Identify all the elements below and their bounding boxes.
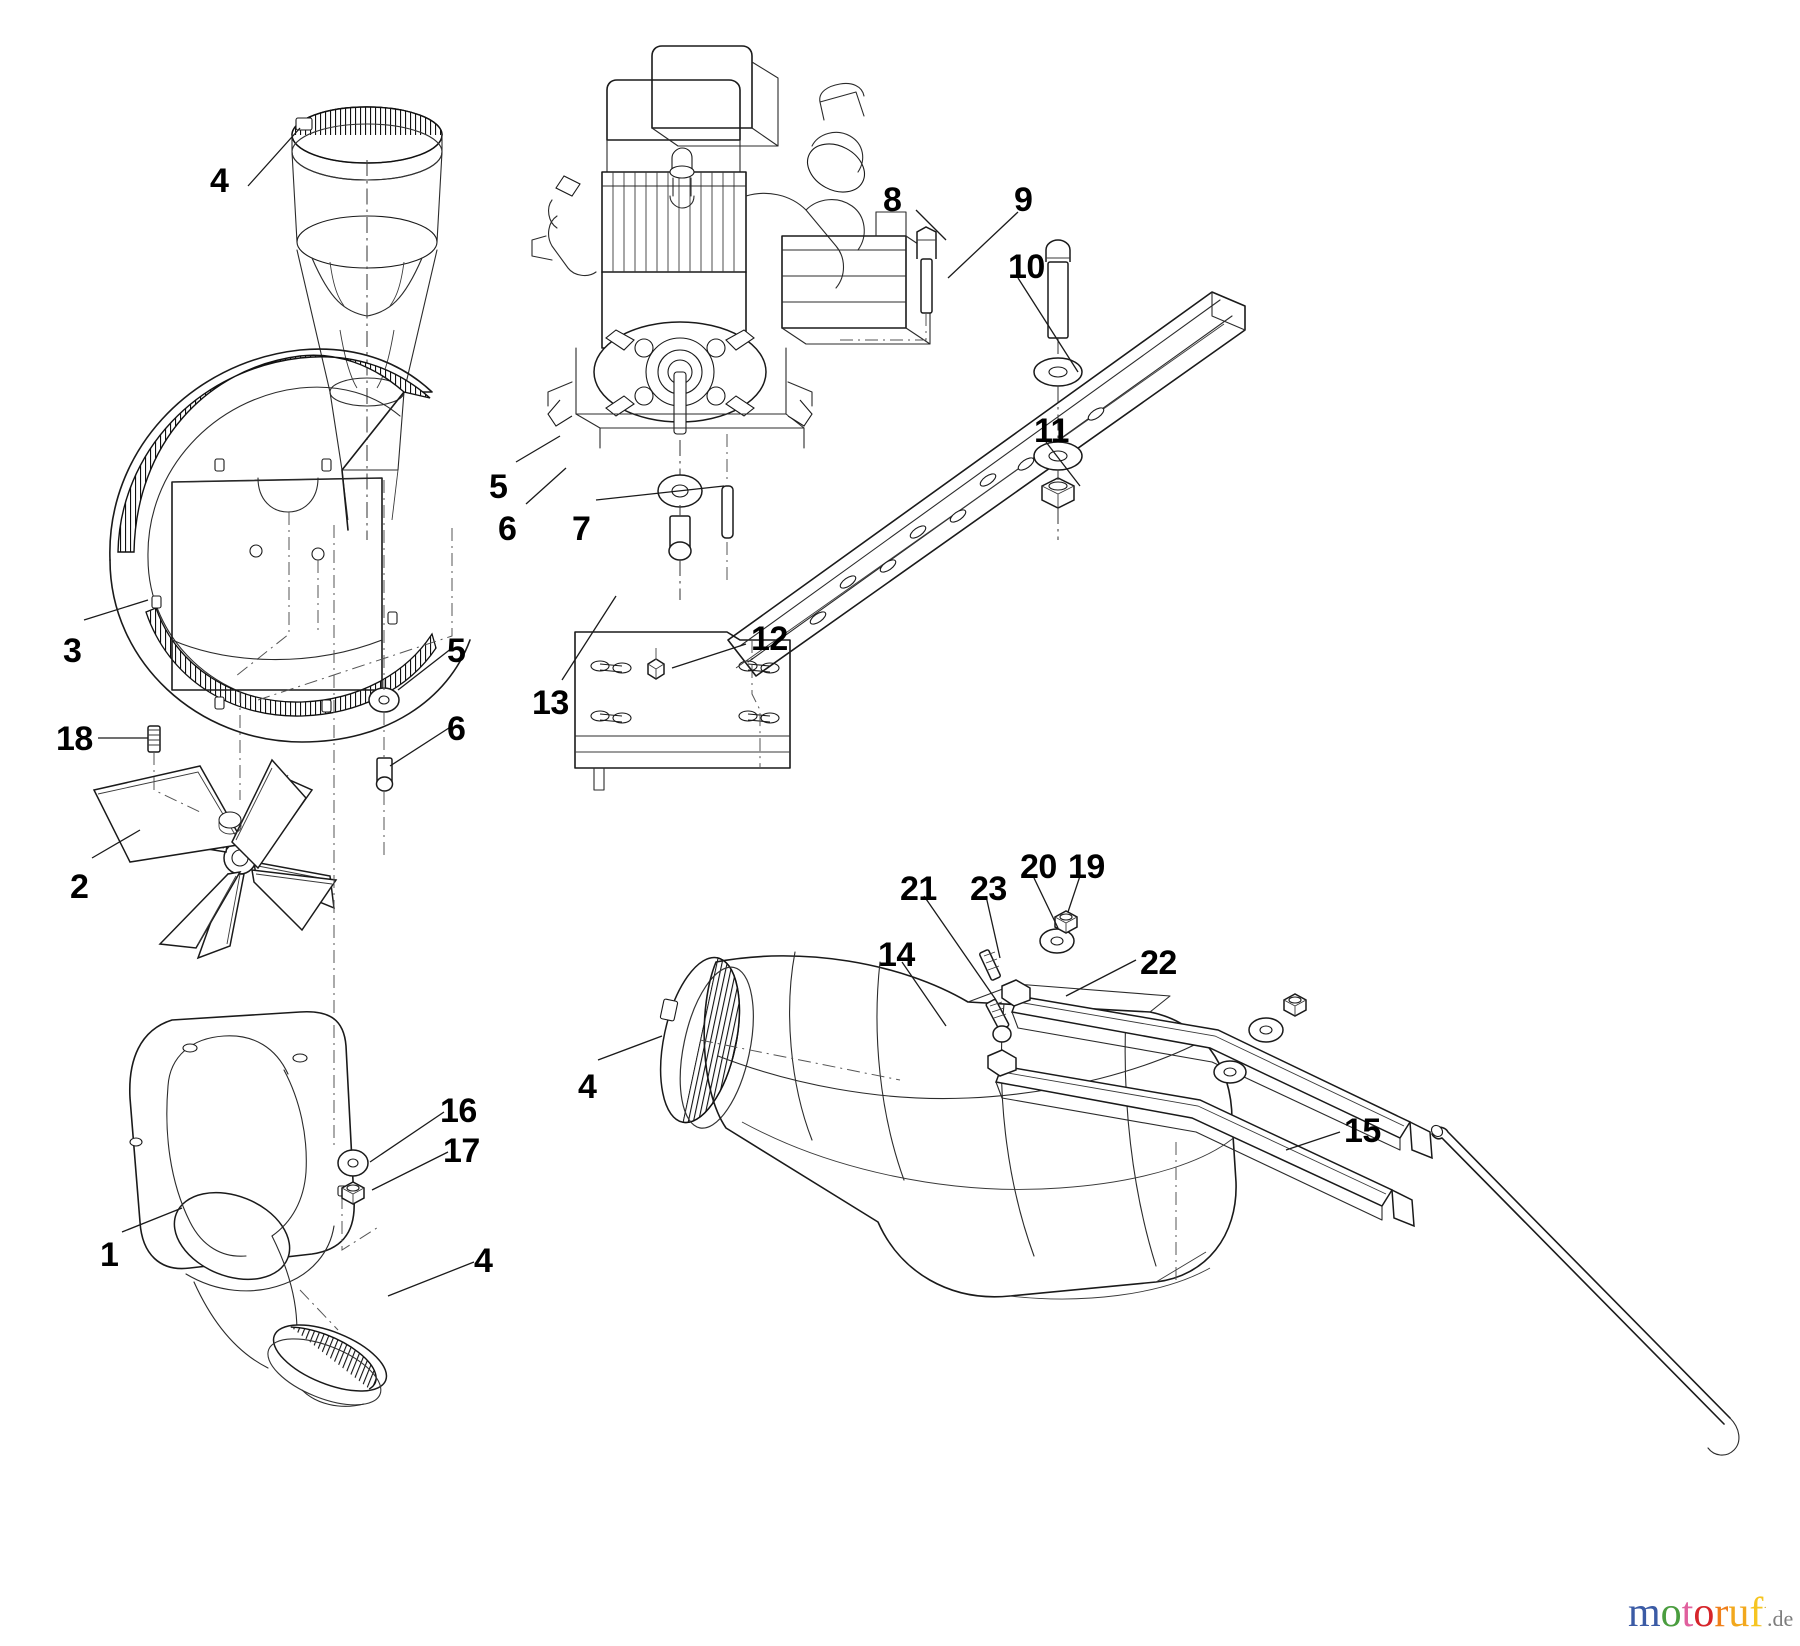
callout-16: 16 (440, 1092, 477, 1130)
callout-6-mid: 6 (498, 510, 517, 548)
callout-20: 20 (1020, 848, 1057, 886)
upper-outlet-cone-assembly (291, 106, 443, 540)
hex-nut-12 (647, 658, 665, 680)
engine-assembly (531, 45, 931, 449)
hex-nut-11 (1041, 477, 1075, 509)
support-rod-15 (1430, 1124, 1740, 1456)
callout-23: 23 (970, 870, 1007, 908)
callout-12: 12 (751, 620, 788, 658)
logo-suffix: .de (1767, 1606, 1794, 1631)
flat-washer-16 (337, 1149, 369, 1177)
callout-6-low: 6 (447, 710, 466, 748)
engine-shaft-hardware (657, 434, 734, 600)
callout-15: 15 (1344, 1112, 1381, 1150)
lock-nut-17 (341, 1181, 365, 1205)
flat-washer-20 (1039, 928, 1075, 954)
callout-22: 22 (1140, 944, 1177, 982)
callout-5-low: 5 (447, 632, 466, 670)
callout-10: 10 (1008, 248, 1045, 286)
callout-11: 11 (1034, 412, 1069, 450)
logo-letter-o1: o (1660, 1590, 1682, 1636)
callout-19: 19 (1068, 848, 1105, 886)
callout-3: 3 (63, 632, 82, 670)
lock-nut-19 (1054, 910, 1078, 934)
logo-letter-u: u (1728, 1590, 1750, 1636)
callout-18: 18 (56, 720, 93, 758)
logo-letter-o2: o (1693, 1590, 1715, 1636)
inlet-adapter-housing-1 (129, 1010, 388, 1407)
shoulder-bolt-23 (979, 949, 1001, 981)
washer-bolt-lower-column (333, 480, 400, 1150)
carriage-bolt-21 (985, 998, 1012, 1043)
callout-21: 21 (900, 870, 937, 908)
engine-mount-plate-13 (574, 631, 791, 791)
flat-washer-10 (1033, 357, 1083, 387)
set-screw-18 (147, 725, 161, 753)
callout-7: 7 (572, 510, 591, 548)
callout-1: 1 (100, 1236, 119, 1274)
logo-letter-r: r (1714, 1590, 1729, 1636)
hose-clamp-4-bottom (267, 1324, 388, 1407)
callout-2: 2 (70, 868, 89, 906)
carriage-bolt-9 (1045, 239, 1071, 339)
callout-13: 13 (532, 684, 569, 722)
callout-4-top: 4 (210, 162, 229, 200)
callout-4-bag: 4 (578, 1068, 597, 1106)
logo-letter-f: f (1749, 1590, 1764, 1636)
lock-nut-right (1283, 993, 1307, 1017)
callout-9: 9 (1014, 181, 1033, 219)
mounting-rail-22-assembly (979, 910, 1433, 1228)
callout-4-bot: 4 (474, 1242, 493, 1280)
impeller-fan-assembly (92, 690, 338, 960)
hex-bolt-8 (916, 226, 937, 314)
callout-5-mid: 5 (489, 468, 508, 506)
logo-letter-t: t (1681, 1590, 1694, 1636)
motoruf-logo: motoruf·.de (1628, 1592, 1793, 1634)
logo-letter-m: m (1628, 1590, 1661, 1636)
hose-clamp-4-bag (659, 956, 754, 1129)
flat-washer-right-lower (1213, 1060, 1247, 1084)
flat-washer-right (1248, 1017, 1284, 1043)
handle-rail-assembly (727, 226, 1246, 677)
flat-washer-lower (1033, 441, 1083, 471)
callout-17: 17 (443, 1132, 480, 1170)
leader-lines (83, 127, 1341, 1297)
callout-8: 8 (883, 181, 902, 219)
blower-housing-scroll (109, 348, 471, 743)
logo-trademark: · (1763, 1602, 1768, 1614)
discharge-chute-boot-14 (659, 951, 1239, 1300)
callout-14: 14 (878, 936, 915, 974)
